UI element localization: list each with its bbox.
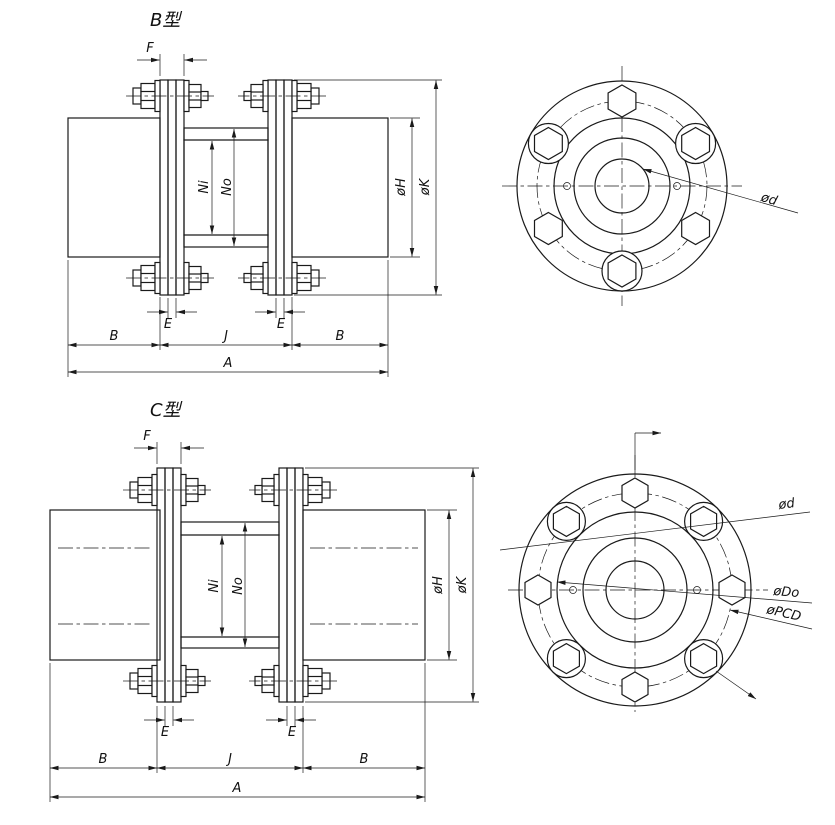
flange-step-circle (556, 511, 714, 669)
dim-label-J: J (221, 329, 228, 344)
bolt-bottom-right (237, 261, 327, 295)
hex-bolt-head (681, 211, 711, 246)
hub-flange-plates-right (278, 467, 304, 703)
dim-label-B-right: B (336, 329, 345, 344)
b-type-title: B型 (150, 10, 182, 31)
dim-Ni: Ni (197, 140, 215, 235)
dim-Ni: Ni (207, 535, 225, 637)
dim-label-Ni: Ni (207, 579, 222, 593)
leader-phi-Do: øDo (556, 580, 813, 604)
dim-label-E-left: E (164, 317, 173, 332)
bolt-top-right (237, 79, 327, 113)
dim-No: No (231, 522, 248, 648)
b-type-front-view: ød (502, 66, 799, 306)
bolt-top-left (125, 79, 215, 113)
dim-F: F (137, 41, 207, 76)
bolt-bottom-left (125, 261, 215, 295)
section-arrow-top (634, 430, 662, 474)
shaft-left (49, 509, 161, 661)
leader-phi-PCD: øPCD (729, 602, 813, 630)
dim-label-A: A (223, 356, 233, 371)
bolt-bottom-left (122, 664, 212, 698)
hub-circle (573, 137, 671, 235)
hub-flange-plates-left (156, 467, 182, 703)
dim-No: No (220, 128, 237, 247)
bore-circle (594, 158, 650, 214)
dim-label-F: F (143, 429, 151, 444)
dim-A: A (67, 356, 389, 375)
dim-label-J: J (225, 752, 232, 767)
hex-bolt-head (621, 477, 649, 509)
dim-B-J-B: B J B (49, 663, 426, 802)
dim-label-B-right: B (360, 752, 369, 767)
dim-label-phi-K: øK (418, 177, 433, 196)
dim-E-right: E (255, 298, 305, 332)
dim-label-A: A (232, 781, 242, 796)
dim-A: A (49, 781, 426, 800)
c-type-side-view: C型 (49, 400, 479, 802)
dim-label-B-left: B (110, 329, 119, 344)
leader-label-phi-d: ød (777, 496, 797, 513)
shaft-left (67, 117, 161, 258)
leader-label-phi-PCD: øPCD (764, 602, 802, 625)
leader-label-phi-d: ød (758, 190, 779, 209)
dim-label-E-right: E (277, 317, 286, 332)
shaft-right (302, 509, 426, 661)
shaft-right (291, 117, 389, 258)
spacer-tube (183, 127, 269, 248)
hex-bolt-head (533, 211, 563, 246)
hex-bolt-head (524, 574, 552, 606)
dim-label-phi-K: øK (455, 575, 470, 594)
dim-label-phi-H: øH (394, 178, 409, 197)
hex-bolt-head (607, 84, 637, 118)
dim-phi-H: øH (390, 117, 420, 258)
dim-E-right: E (266, 706, 316, 740)
c-type-title: C型 (150, 400, 183, 421)
c-type-front-view: ød øDo øPCD (499, 430, 813, 712)
dim-E-left: E (147, 298, 197, 332)
puller-hole-right (673, 182, 681, 190)
dim-label-F: F (146, 41, 154, 56)
dim-label-B-left: B (99, 752, 108, 767)
leader-phi-d: ød (499, 496, 811, 551)
leader-label-phi-Do: øDo (772, 584, 800, 601)
hub-flange-plates-left (159, 79, 185, 296)
dim-label-E-left: E (161, 725, 170, 740)
bolt-top-left (122, 473, 212, 507)
hex-bolt-head (621, 671, 649, 703)
shaft-bore-center-lines (58, 547, 418, 625)
puller-hole-left (569, 586, 577, 594)
dim-B-J-B: B J B (67, 260, 389, 377)
bolt-top-right (248, 473, 338, 507)
dim-label-phi-H: øH (431, 576, 446, 595)
dim-label-No: No (231, 577, 246, 595)
dim-E-left: E (144, 706, 194, 740)
section-arrow-bottom (715, 670, 757, 700)
dim-label-Ni: Ni (197, 180, 212, 194)
bore-circle (605, 560, 665, 620)
spacer-tube (180, 521, 280, 649)
dim-phi-K: øK (294, 79, 442, 296)
bolt-bottom-right (248, 664, 338, 698)
dim-label-No: No (220, 178, 235, 196)
dim-phi-H: øH (427, 509, 457, 661)
puller-hole-left (563, 182, 571, 190)
dim-F: F (134, 429, 204, 464)
leader-phi-d: ød (642, 168, 799, 214)
hub-circle (582, 537, 688, 643)
b-type-side-view: B型 F Ni (67, 10, 442, 377)
hex-bolt-head (718, 574, 746, 606)
dim-label-E-right: E (288, 725, 297, 740)
dim-phi-K: øK (305, 467, 479, 703)
hub-flange-plates-right (267, 79, 293, 296)
